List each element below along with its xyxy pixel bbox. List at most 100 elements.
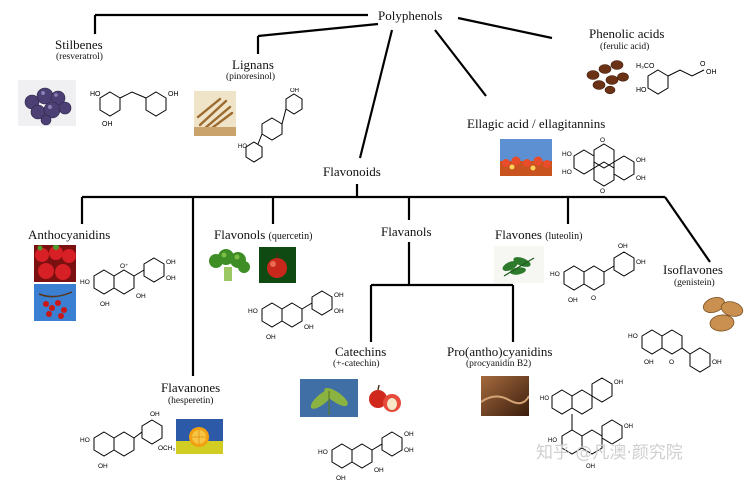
gen-oh-label-2: OH [644, 359, 654, 366]
broccoli-photo [206, 247, 252, 283]
ferulic-ho-label: HO [636, 87, 647, 94]
cat-oh-label-2: OH [404, 447, 414, 454]
resveratrol-structure: HO OH OH [90, 91, 179, 128]
node-stilbenes: Stilbenes [55, 37, 103, 52]
antho-oh-label-1: OH [166, 259, 176, 266]
hesp-ho-label: HO [80, 437, 90, 444]
example-luteolin: (luteolin) [545, 231, 583, 242]
resv-oh-label-2: OH [168, 91, 179, 98]
cat-oh-label-4: OH [336, 475, 346, 482]
querc-oh-label-2: OH [334, 308, 344, 315]
antho-oh-label-2: OH [166, 275, 176, 282]
lut-oh-label-2: OH [636, 259, 646, 266]
pcb-oh-label-1: OH [614, 380, 623, 386]
querc-oh-label-1: OH [334, 292, 344, 299]
pino-ho-label: HO [238, 144, 247, 150]
node-flavones: Flavones (luteolin) [495, 227, 582, 244]
chocolate-photo [481, 376, 529, 416]
example-catechin: (+-catechin) [333, 359, 380, 369]
ferulic-oh-label: OH [706, 69, 717, 76]
ellagic-oh-label-2: OH [636, 175, 646, 182]
line-root-flavonoids [358, 29, 394, 159]
line-root-lignans [257, 22, 379, 38]
resv-oh-label-1: OH [102, 121, 113, 128]
querc-ho-label: HO [248, 308, 258, 315]
gen-o-label: O [669, 359, 674, 366]
cat-oh-label-1: OH [404, 431, 414, 438]
pcb-ho-label-1: HO [540, 396, 549, 402]
procyanidin-b2-structure: HO OH OH HO OH [540, 377, 633, 470]
beans-photo [700, 293, 746, 335]
ellagic-oh-label-1: OH [636, 157, 646, 164]
coffee-beans-photo [583, 55, 631, 95]
example-procyanidin-b2: (procyanidin B2) [466, 359, 532, 369]
node-phenolic-acids: Phenolic acids [589, 26, 665, 41]
hesperetin-structure: HO OH OCH₃ OH [80, 411, 175, 470]
ferulic-h3co-label: H₃CO [636, 63, 655, 70]
gen-oh-label-1: OH [712, 359, 722, 366]
berries-sky-photo [500, 139, 552, 176]
pino-oh-label: OH [290, 88, 299, 94]
cat-ho-label: HO [318, 449, 328, 456]
grapes-photo [18, 80, 76, 126]
cat-oh-label-3: OH [374, 467, 384, 474]
querc-oh-label-4: OH [266, 334, 276, 341]
node-isoflavones: Isoflavones [663, 262, 723, 277]
node-flavonoids: Flavonoids [323, 164, 381, 179]
node-lignans: Lignans [232, 57, 274, 72]
strawberries-photo [34, 245, 76, 282]
flavones-label: Flavones [495, 227, 542, 242]
apple-green-photo [259, 247, 296, 283]
pinoresinol-structure: OH HO [238, 88, 303, 163]
antho-oh-label-4: OH [100, 301, 110, 308]
genistein-structure: HO OH OH O [628, 329, 722, 373]
example-genistein: (genistein) [674, 278, 715, 288]
antho-o-plus-label: O⁺ [120, 263, 129, 270]
red-berries-photo [34, 284, 76, 321]
node-ellagic-acid: Ellagic acid / ellagitannins [467, 116, 606, 131]
lut-ho-label: HO [550, 271, 560, 278]
anthocyanidin-structure: HO O⁺ OH OH OH OH [80, 257, 176, 308]
line-isoflavones [664, 196, 711, 263]
ellagic-o-label-1: O [600, 137, 605, 144]
example-hesperetin: (hesperetin) [168, 396, 214, 406]
orange-photo [176, 419, 223, 454]
ellagic-acid-structure: HO HO OH OH O O [562, 137, 646, 194]
catechin-structure: HO OH OH OH OH [318, 431, 414, 482]
quercetin-structure: HO OH OH OH OH [248, 290, 344, 341]
ellagic-o-label-2: O [600, 188, 605, 194]
flavonols-label: Flavonols [214, 227, 266, 242]
hesp-oh-label: OH [150, 411, 160, 418]
example-ferulic-acid: (ferulic acid) [600, 42, 650, 52]
node-flavanones: Flavanones [161, 380, 221, 395]
luteolin-structure: HO OH OH OH O [550, 243, 646, 304]
tea-leaves-photo [300, 379, 358, 417]
pcb-ho-label-2: HO [548, 438, 557, 444]
line-root-ellagic [434, 29, 487, 97]
node-proanthocyanidins: Pro(antho)cyanidins [447, 344, 553, 359]
watermark-text: 知乎 @凡澳·颜究院 [536, 443, 683, 463]
apples-photo [364, 379, 405, 417]
gen-ho-label: HO [628, 333, 638, 340]
node-anthocyanidins: Anthocyanidins [28, 227, 111, 242]
line-root-phenolic [457, 16, 553, 40]
antho-ho-label: HO [80, 279, 90, 286]
node-catechins: Catechins [335, 344, 387, 359]
ferulic-o-label: O [700, 61, 706, 68]
querc-oh-label-3: OH [304, 324, 314, 331]
pcb-oh-label-2: OH [624, 424, 633, 430]
ellagic-ho-label-2: HO [562, 169, 572, 176]
parsley-photo [494, 246, 544, 283]
lut-oh-label-3: OH [568, 297, 578, 304]
seeds-photo [194, 91, 236, 136]
node-flavanols: Flavanols [381, 224, 432, 239]
antho-oh-label-3: OH [136, 293, 146, 300]
node-flavonols: Flavonols (quercetin) [214, 227, 312, 244]
example-resveratrol: (resveratrol) [56, 52, 103, 62]
hesp-oh-label-2: OH [98, 463, 108, 470]
example-pinoresinol: (pinoresinol) [226, 72, 276, 82]
node-polyphenols: Polyphenols [378, 8, 443, 23]
ferulic-acid-structure: H₃CO HO OH O [636, 61, 717, 95]
lut-oh-label-1: OH [618, 243, 628, 250]
